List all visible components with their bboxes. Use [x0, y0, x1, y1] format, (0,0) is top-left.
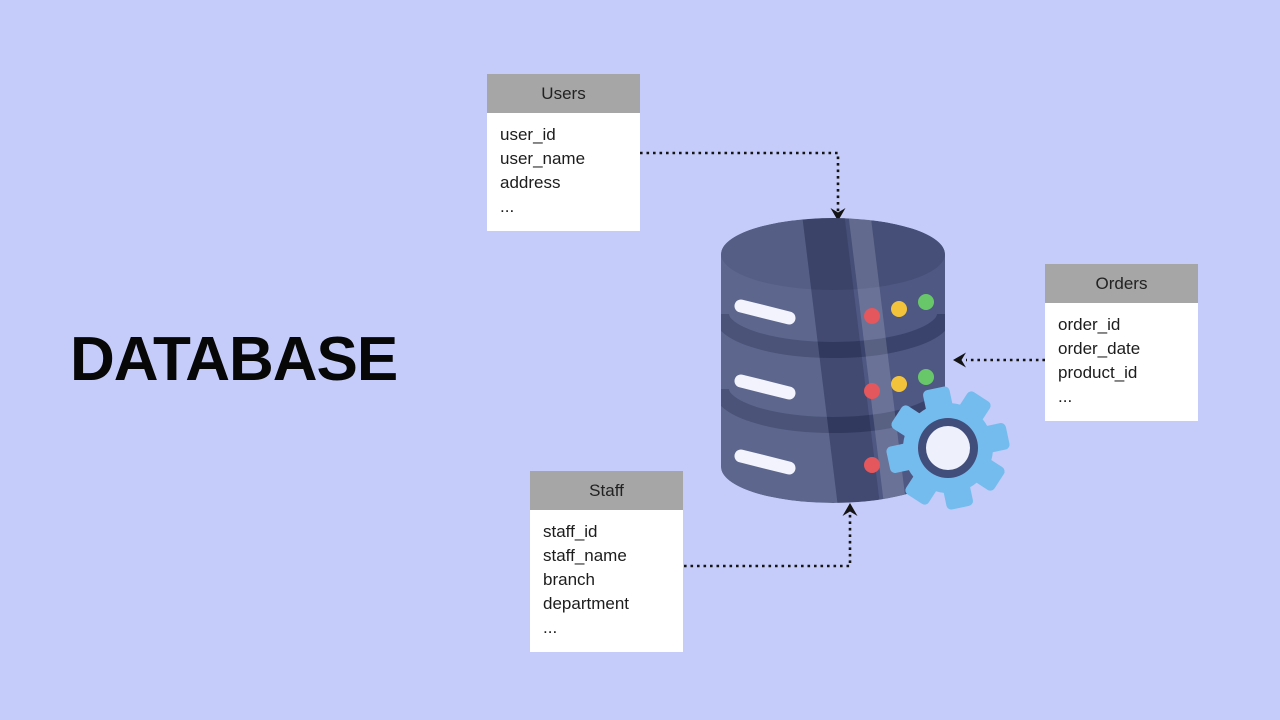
status-dots — [864, 294, 934, 473]
table-card-staff: Staff staff_id staff_name branch departm… — [530, 471, 683, 652]
status-dot-green — [918, 369, 934, 385]
table-fields-orders: order_id order_date product_id ... — [1045, 303, 1198, 421]
field-row: branch — [543, 570, 595, 589]
table-card-orders: Orders order_id order_date product_id ..… — [1045, 264, 1198, 421]
field-row: staff_name — [543, 546, 627, 565]
arrowhead-down-icon — [830, 208, 846, 221]
staff-connector — [684, 503, 858, 568]
orders-connector — [953, 352, 1045, 368]
gear-center — [926, 426, 970, 470]
users-connector — [640, 151, 846, 221]
arrowhead-left-icon — [953, 352, 966, 368]
status-dot-yellow — [891, 301, 907, 317]
field-row: user_id — [500, 125, 556, 144]
field-row: order_date — [1058, 339, 1141, 358]
status-dot-red — [864, 308, 880, 324]
table-card-users: Users user_id user_name address ... — [487, 74, 640, 231]
database-icon — [721, 218, 1010, 510]
table-fields-staff: staff_id staff_name branch department ..… — [530, 510, 683, 652]
database-top-face — [721, 218, 945, 290]
field-row: user_name — [500, 149, 586, 168]
status-dot-yellow — [891, 376, 907, 392]
field-row: staff_id — [543, 522, 598, 541]
field-row: product_id — [1058, 363, 1138, 382]
table-header-orders: Orders — [1045, 264, 1198, 303]
page-title: DATABASE — [70, 325, 398, 394]
status-dot-red — [864, 383, 880, 399]
status-dot-green — [918, 294, 934, 310]
table-fields-users: user_id user_name address ... — [487, 113, 640, 231]
tier-highlights — [734, 299, 796, 475]
field-row: ... — [500, 197, 515, 216]
field-row: address — [500, 173, 561, 192]
field-row: department — [543, 594, 629, 613]
arrowhead-up-icon — [842, 503, 858, 516]
field-row: ... — [1058, 387, 1073, 406]
field-row: ... — [543, 618, 558, 637]
table-header-staff: Staff — [530, 471, 683, 510]
table-header-users: Users — [487, 74, 640, 113]
status-dot-red — [864, 457, 880, 473]
field-row: order_id — [1058, 315, 1121, 334]
gear-icon — [886, 386, 1010, 510]
tier-divider-1 — [721, 313, 945, 358]
